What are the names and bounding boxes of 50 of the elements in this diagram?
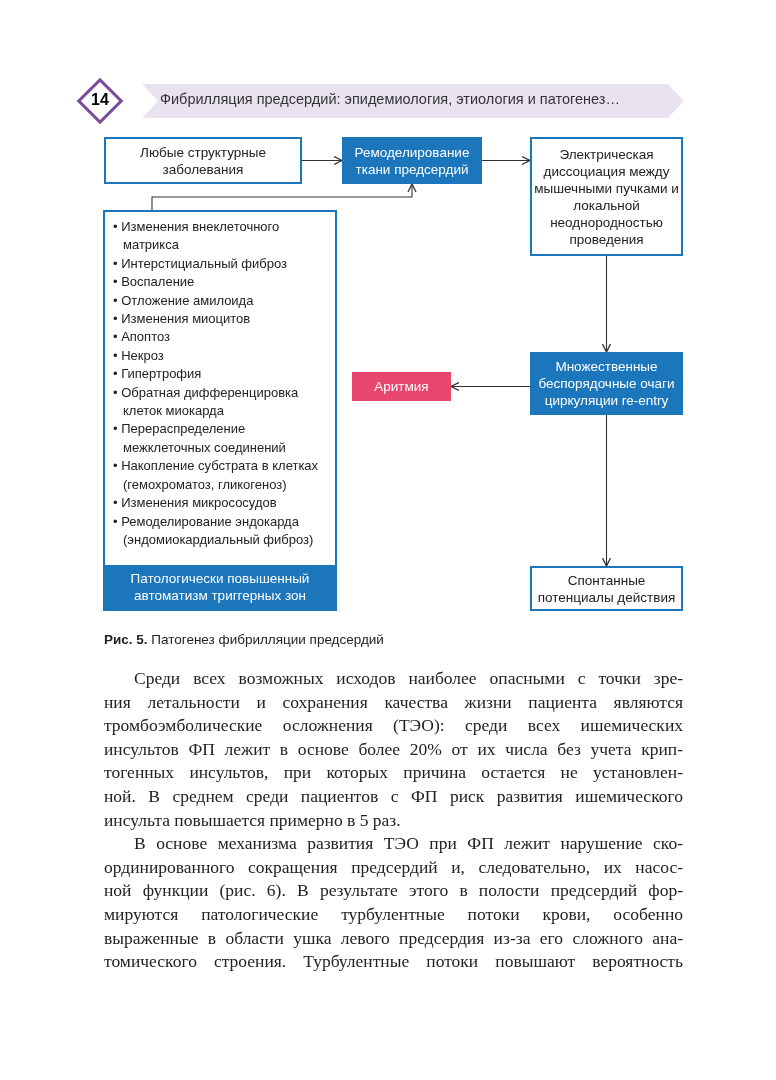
body-text-line: тромбоэмболические осложнения (ТЭО): среди всех ишемических [104, 715, 683, 737]
list-item: • Интерстициальный фиброз [113, 254, 289, 273]
process-box [342, 137, 482, 184]
process-box [352, 372, 451, 401]
body-text-line: инсультов ФП лежит в основе более 20% от их числа без учета крип- [104, 738, 683, 760]
arrow [601, 414, 612, 567]
box-label: Аритмия [374, 378, 429, 395]
box-label: Множественные беспорядочные очаги циркуляции re-entry [537, 358, 676, 409]
list-item: • Отложение амилоида [113, 291, 255, 310]
running-header: Фибрилляция предсердий: эпидемиология, этиология и патогенез… [160, 91, 621, 107]
arrow [450, 381, 531, 392]
body-text-line: Среди всех возможных исходов наиболее опасными с точки зре- [134, 668, 683, 689]
list-item: • Изменения микрососудов [113, 494, 278, 513]
figure-caption: Рис. 5. Патогенез фибрилляции предсердий [104, 632, 384, 647]
list-item: • Накопление субстрата в клетках (гемохроматоз, гликогеноз) [113, 457, 320, 494]
body-text-line: В основе механизма развития ТЭО при ФП лежит нарушение ско- [134, 833, 683, 855]
process-box [530, 352, 683, 415]
body-text-line: ния летальности и сохранения качества жизни пациента являются [104, 691, 683, 713]
box-label: Электрическая диссоциация между мышечными пучками и локальной неоднородностью проведения [533, 145, 680, 248]
list-item: • Апоптоз [113, 328, 171, 347]
box-label: Любые структурные заболевания [139, 143, 267, 178]
body-text-line: тогенных инсультов, при которых причина остается не установлен- [104, 762, 683, 784]
list-box [103, 210, 337, 611]
list-item: • Изменения внеклеточного матрикса [113, 218, 281, 255]
arrow [601, 255, 612, 353]
box-label: Ремоделирование ткани предсердий [353, 143, 471, 178]
list-item: • Гипертрофия [113, 365, 203, 384]
arrow [151, 183, 417, 211]
process-box [104, 137, 302, 184]
list-item: • Обратная дифференцировка клеток миокарда [113, 383, 300, 421]
body-text-line: мируются патологические турбулентные потоки крови, особенно [104, 904, 683, 925]
body-text-line: ной. В среднем среди пациентов с ФП риск развития ишемического [104, 786, 683, 807]
box-label: Спонтанные потенциалы действия [536, 571, 677, 606]
list-item: • Некроз [113, 346, 165, 365]
body-text-line: томического строения. Турбулентные потоки повышают вероятность [104, 951, 683, 973]
body-text-line: выраженные в области ушка левого предсердия из-за его сложного ана- [104, 927, 683, 949]
process-box [530, 137, 683, 256]
list-item: • Воспаление [113, 273, 196, 292]
body-text-line: ординированного сокращения предсердий и, следовательно, их насос- [104, 856, 683, 878]
page-number: 14 [90, 91, 110, 109]
box-label: Патологически повышенный автоматизм триггерных зон [129, 570, 311, 604]
list-item: • Ремоделирование эндокарда (эндомиокардиальный фиброз) [113, 512, 315, 549]
list-item: • Перераспределение межклеточных соединений [113, 420, 287, 457]
process-box [530, 566, 683, 611]
body-text-line: инсульта повышается примерно в 5 раз. [104, 809, 402, 831]
body-text-line: ной функции (рис. 6). В результате этого в полости предсердий фор- [104, 880, 683, 902]
arrow [301, 155, 343, 166]
list-item: • Изменения миоцитов [113, 310, 252, 329]
highlight-band [105, 565, 335, 609]
arrow [481, 155, 531, 166]
